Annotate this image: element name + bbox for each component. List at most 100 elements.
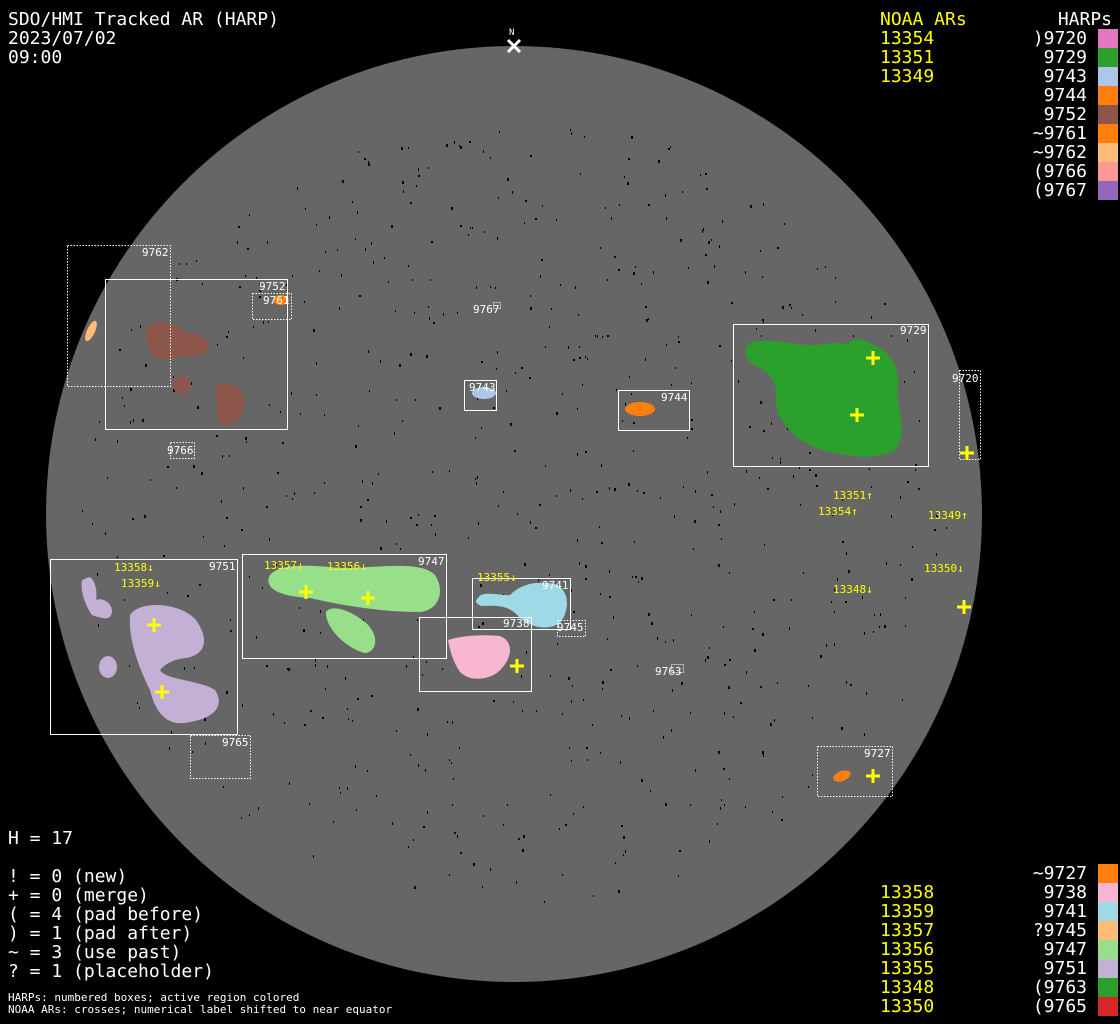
harp-box-9752[interactable] <box>105 279 288 430</box>
harp-box-9767[interactable] <box>493 302 501 309</box>
speck <box>905 597 906 599</box>
speck <box>560 284 561 286</box>
speck <box>320 632 321 634</box>
harp-box-9761[interactable] <box>252 293 292 320</box>
speck <box>391 225 393 228</box>
legend-row: 13359 9741 <box>870 902 1120 921</box>
noaa-cross-icon <box>361 591 375 605</box>
speck <box>645 306 647 308</box>
speck <box>579 346 580 348</box>
speck <box>583 699 584 701</box>
legend-row: ~9727 <box>870 864 1120 883</box>
speck <box>392 822 393 825</box>
bottom-legend: ~9727 13358 9738 13359 9741 13357 ?9745 … <box>870 864 1120 1016</box>
speck <box>681 682 683 685</box>
ar-9752-b <box>173 376 191 394</box>
harp-box-9745[interactable] <box>557 620 586 637</box>
speck <box>475 478 476 480</box>
speck <box>538 579 539 581</box>
harp-box-9747[interactable] <box>242 554 447 659</box>
harp-number: 9729 <box>1043 47 1087 68</box>
speck <box>410 202 412 204</box>
speck <box>524 563 526 566</box>
speck <box>609 596 611 598</box>
legend-row: 13354 )9720 <box>870 29 1120 48</box>
speck <box>615 862 616 864</box>
harp-color-swatch <box>1098 902 1118 921</box>
status-count-line: ! = 0 (new) <box>8 866 128 887</box>
speck <box>762 633 764 636</box>
speck <box>428 306 429 308</box>
speck <box>316 394 317 396</box>
noaa-label-13351: 13351↑ <box>833 489 873 502</box>
noaa-number: 13351 <box>880 47 935 68</box>
speck <box>512 191 513 194</box>
status-count-line: + = 0 (merge) <box>8 885 149 906</box>
noaa-label-13358: 13358↓ <box>114 561 154 574</box>
speck <box>319 270 320 272</box>
harp-box-9763[interactable] <box>671 664 684 673</box>
ar-9751-c <box>129 604 219 724</box>
speck <box>791 307 792 309</box>
speck <box>802 314 803 316</box>
harp-box-9741[interactable] <box>472 578 571 630</box>
speck <box>371 242 372 245</box>
speck <box>707 656 709 659</box>
speck <box>245 275 246 277</box>
speck <box>914 371 915 373</box>
speck <box>358 151 359 153</box>
harp-box-9720[interactable] <box>959 370 981 460</box>
noaa-cross-icon <box>960 446 974 460</box>
speck <box>442 668 443 670</box>
harp-box-9743[interactable] <box>464 380 497 411</box>
speck <box>238 226 240 228</box>
noaa-cross-icon <box>155 685 169 699</box>
harp-color-swatch <box>1098 86 1118 105</box>
speck <box>703 228 704 231</box>
speck <box>880 613 881 616</box>
speck <box>582 498 583 500</box>
speck <box>850 684 852 686</box>
speck <box>416 524 418 526</box>
speck <box>578 314 579 316</box>
harp-box-9729[interactable] <box>733 324 929 467</box>
speck <box>718 524 720 526</box>
speck <box>653 710 654 712</box>
speck <box>468 537 469 539</box>
speck <box>352 720 353 722</box>
speck <box>550 675 551 677</box>
speck <box>202 283 203 285</box>
harp-box-9738[interactable] <box>419 617 532 692</box>
speck <box>724 664 726 666</box>
harp-box-9751[interactable] <box>50 559 238 735</box>
legend-row: 9744 <box>870 86 1120 105</box>
noaa-number: 13349 <box>880 66 935 87</box>
speck <box>184 667 185 670</box>
harp-box-9744[interactable] <box>618 390 690 431</box>
speck <box>449 470 450 472</box>
speck <box>665 641 666 643</box>
speck <box>915 464 917 466</box>
harp-box-9762[interactable] <box>67 245 171 387</box>
ar-9729 <box>745 339 902 457</box>
speck <box>348 718 349 720</box>
harp-box-9765[interactable] <box>190 735 251 779</box>
speck <box>291 392 292 395</box>
noaa-cross-icon <box>957 600 971 614</box>
harp-box-9766[interactable] <box>170 442 195 459</box>
speck <box>535 218 537 220</box>
speck <box>580 173 581 175</box>
harp-box-9727[interactable] <box>817 746 893 797</box>
speck <box>763 203 764 206</box>
speck <box>516 881 517 884</box>
legend-row: 13355 9751 <box>870 959 1120 978</box>
speck <box>199 584 201 586</box>
speck <box>483 150 484 153</box>
speck <box>817 268 818 270</box>
speck <box>834 589 835 591</box>
speck <box>787 427 788 430</box>
speck <box>530 521 531 524</box>
speck <box>674 515 675 518</box>
speck <box>702 230 703 233</box>
speck <box>468 234 469 236</box>
